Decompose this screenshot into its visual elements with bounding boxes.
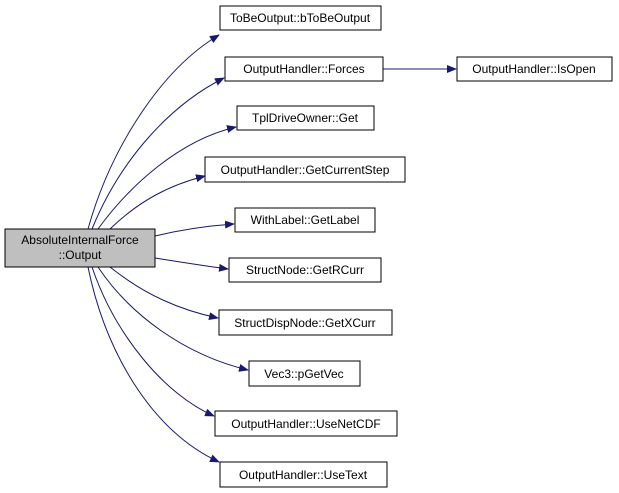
edge-output-to-getcurrentstep [109,174,206,230]
edge-output-to-getlabel [154,220,235,237]
node-structnode-getrcurr[interactable]: StructNode::GetRCurr [228,257,382,283]
node-withlabel-getlabel[interactable]: WithLabel::GetLabel [234,207,376,233]
node-label: OutputHandler::Forces [243,62,364,76]
node-outputhandler-isopen[interactable]: OutputHandler::IsOpen [456,56,613,82]
node-structdispnode-getxcurr[interactable]: StructDispNode::GetXCurr [218,309,393,336]
root-label-line1: AbsoluteInternalForce [21,233,139,247]
node-tpldriveowner-get[interactable]: TplDriveOwner::Get [236,105,375,131]
root-label-line2: ::Output [59,248,102,262]
node-vec3-pgetvec[interactable]: Vec3::pGetVec [248,360,361,387]
node-outputhandler-getcurrentstep[interactable]: OutputHandler::GetCurrentStep [204,156,406,183]
node-label: StructDispNode::GetXCurr [234,316,375,330]
node-label: OutputHandler::UseNetCDF [231,417,380,431]
node-label: WithLabel::GetLabel [251,213,360,227]
edge-output-to-getrcurr [154,257,229,272]
node-outputhandler-usetext[interactable]: OutputHandler::UseText [219,461,388,488]
edge-output-to-get [97,125,237,230]
node-tobeoutput-btobeoutput[interactable]: ToBeOutput::bToBeOutput [219,5,382,31]
node-label: Vec3::pGetVec [264,367,343,381]
edge-output-to-getxcurr [109,266,219,321]
node-label: OutputHandler::UseText [239,468,368,482]
node-label: TplDriveOwner::Get [252,111,359,125]
node-label: OutputHandler::IsOpen [472,62,595,76]
node-label: ToBeOutput::bToBeOutput [230,11,371,25]
node-label: OutputHandler::GetCurrentStep [221,163,390,177]
edge-output-to-usenetcdf [91,266,215,417]
edge-output-to-btobeoutput [87,34,220,230]
edge-output-to-forces [91,77,225,230]
edge-output-to-pgetvec [97,266,249,372]
node-label: StructNode::GetRCurr [246,263,364,277]
node-absoluteinternalforce-output[interactable]: AbsoluteInternalForce ::Output [4,228,156,268]
node-outputhandler-usenetcdf[interactable]: OutputHandler::UseNetCDF [214,410,398,437]
node-outputhandler-forces[interactable]: OutputHandler::Forces [224,56,384,82]
edge-output-to-usetext [87,266,220,463]
